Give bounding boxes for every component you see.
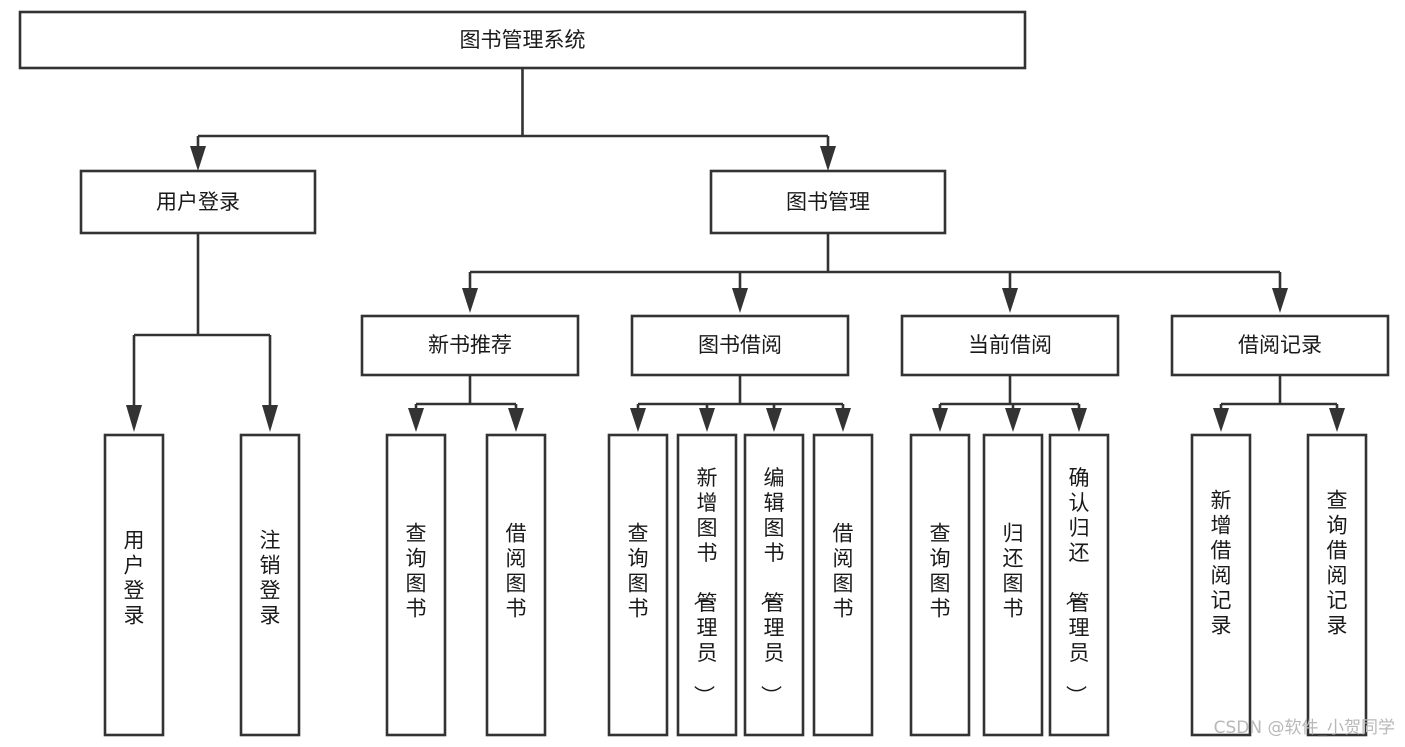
node-leaf-return-book-box[interactable] bbox=[982, 433, 1044, 737]
arrow-head-leaf-confirm-return-admin bbox=[1071, 408, 1087, 432]
arrow-head-leaf-return-book bbox=[1005, 408, 1021, 432]
arrow-head-leaf-add-borrow-record bbox=[1213, 408, 1229, 432]
node-leaf-query-book-current-label: 查询图书 bbox=[930, 522, 951, 621]
node-new-book-recommend-label: 新书推荐 bbox=[428, 333, 512, 357]
edges-layer bbox=[126, 68, 1345, 432]
node-book-borrow-label: 图书借阅 bbox=[698, 333, 782, 357]
node-user-login-label: 用户登录 bbox=[156, 190, 240, 214]
node-leaf-borrow-book[interactable]: 借阅图书 bbox=[812, 433, 874, 737]
node-leaf-confirm-return-admin[interactable]: 确认归还（管理员） bbox=[1048, 433, 1110, 737]
node-leaf-borrow-book-rec-label: 借阅图书 bbox=[506, 522, 527, 621]
arrow-head-leaf-query-book-borrow bbox=[630, 408, 646, 432]
node-leaf-logout-login[interactable]: 注销登录 bbox=[239, 433, 301, 737]
node-leaf-query-book-borrow-label: 查询图书 bbox=[628, 522, 649, 621]
arrow-head-leaf-borrow-book-rec bbox=[508, 408, 524, 432]
node-new-book-recommend[interactable]: 新书推荐 bbox=[360, 314, 580, 377]
node-leaf-user-login-label: 用户登录 bbox=[124, 529, 145, 628]
arrow-head-new-book-recommend bbox=[462, 288, 478, 313]
arrow-head-user-login bbox=[190, 146, 206, 171]
node-user-login-box[interactable] bbox=[79, 169, 317, 235]
node-leaf-edit-book-admin-box[interactable] bbox=[743, 433, 805, 737]
node-leaf-user-login-box[interactable] bbox=[103, 433, 165, 737]
node-leaf-add-borrow-record-box[interactable] bbox=[1190, 433, 1252, 737]
arrow-head-leaf-edit-book-admin bbox=[766, 408, 782, 432]
node-root-label: 图书管理系统 bbox=[460, 28, 586, 52]
node-user-login[interactable]: 用户登录 bbox=[79, 169, 317, 235]
node-leaf-user-login[interactable]: 用户登录 bbox=[103, 433, 165, 737]
arrow-head-leaf-user-login bbox=[126, 405, 142, 432]
node-leaf-return-book-label: 归还图书 bbox=[1003, 522, 1024, 621]
node-leaf-query-borrow-record[interactable]: 查询借阅记录 bbox=[1306, 433, 1368, 737]
node-leaf-query-borrow-record-box[interactable] bbox=[1306, 433, 1368, 737]
arrow-head-leaf-query-book-rec bbox=[408, 408, 424, 432]
arrow-head-current-borrow bbox=[1002, 288, 1018, 313]
node-book-manage-box[interactable] bbox=[709, 169, 947, 235]
node-current-borrow-box[interactable] bbox=[900, 314, 1120, 377]
node-leaf-borrow-book-box[interactable] bbox=[812, 433, 874, 737]
node-new-book-recommend-box[interactable] bbox=[360, 314, 580, 377]
arrow-head-leaf-query-book-current bbox=[932, 408, 948, 432]
node-book-borrow-box[interactable] bbox=[630, 314, 850, 377]
node-leaf-borrow-book-rec[interactable]: 借阅图书 bbox=[485, 433, 547, 737]
node-leaf-query-borrow-record-label: 查询借阅记录 bbox=[1327, 489, 1348, 638]
arrow-head-book-borrow bbox=[732, 288, 748, 313]
node-leaf-add-book-admin-label: 新增图书（管理员） bbox=[692, 466, 718, 706]
arrow-head-leaf-borrow-book bbox=[835, 408, 851, 432]
arrow-head-leaf-logout-login bbox=[262, 405, 278, 432]
arrow-head-borrow-record bbox=[1272, 288, 1288, 313]
node-leaf-query-book-borrow[interactable]: 查询图书 bbox=[607, 433, 669, 737]
node-root[interactable]: 图书管理系统 bbox=[18, 10, 1027, 70]
node-leaf-query-book-rec[interactable]: 查询图书 bbox=[385, 433, 447, 737]
node-leaf-add-borrow-record-label: 新增借阅记录 bbox=[1211, 489, 1232, 638]
node-borrow-record-label: 借阅记录 bbox=[1238, 333, 1322, 357]
node-borrow-record[interactable]: 借阅记录 bbox=[1170, 314, 1390, 377]
node-leaf-logout-login-box[interactable] bbox=[239, 433, 301, 737]
node-book-borrow[interactable]: 图书借阅 bbox=[630, 314, 850, 377]
node-current-borrow-label: 当前借阅 bbox=[968, 333, 1052, 357]
arrow-head-leaf-query-borrow-record bbox=[1329, 408, 1345, 432]
node-leaf-query-book-current-box[interactable] bbox=[909, 433, 971, 737]
node-leaf-borrow-book-label: 借阅图书 bbox=[833, 522, 854, 621]
node-leaf-edit-book-admin-label: 编辑图书（管理员） bbox=[759, 466, 785, 706]
node-leaf-edit-book-admin[interactable]: 编辑图书（管理员） bbox=[743, 433, 805, 737]
node-leaf-borrow-book-rec-box[interactable] bbox=[485, 433, 547, 737]
node-leaf-add-book-admin[interactable]: 新增图书（管理员） bbox=[676, 433, 738, 737]
arrow-head-book-manage bbox=[820, 146, 836, 171]
node-leaf-logout-login-label: 注销登录 bbox=[260, 529, 281, 628]
node-borrow-record-box[interactable] bbox=[1170, 314, 1390, 377]
node-leaf-add-borrow-record[interactable]: 新增借阅记录 bbox=[1190, 433, 1252, 737]
node-leaf-query-book-borrow-box[interactable] bbox=[607, 433, 669, 737]
csdn-watermark: CSDN @软件_小贺同学 bbox=[1214, 718, 1395, 738]
node-leaf-add-book-admin-box[interactable] bbox=[676, 433, 738, 737]
node-leaf-confirm-return-admin-label: 确认归还（管理员） bbox=[1064, 466, 1090, 706]
node-leaf-query-book-rec-label: 查询图书 bbox=[406, 522, 427, 621]
node-leaf-return-book[interactable]: 归还图书 bbox=[982, 433, 1044, 737]
node-leaf-query-book-rec-box[interactable] bbox=[385, 433, 447, 737]
node-root-box[interactable] bbox=[18, 10, 1027, 70]
arrow-head-leaf-add-book-admin bbox=[699, 408, 715, 432]
node-leaf-query-book-current[interactable]: 查询图书 bbox=[909, 433, 971, 737]
node-leaf-confirm-return-admin-box[interactable] bbox=[1048, 433, 1110, 737]
node-book-manage[interactable]: 图书管理 bbox=[709, 169, 947, 235]
node-book-manage-label: 图书管理 bbox=[786, 190, 870, 214]
node-current-borrow[interactable]: 当前借阅 bbox=[900, 314, 1120, 377]
